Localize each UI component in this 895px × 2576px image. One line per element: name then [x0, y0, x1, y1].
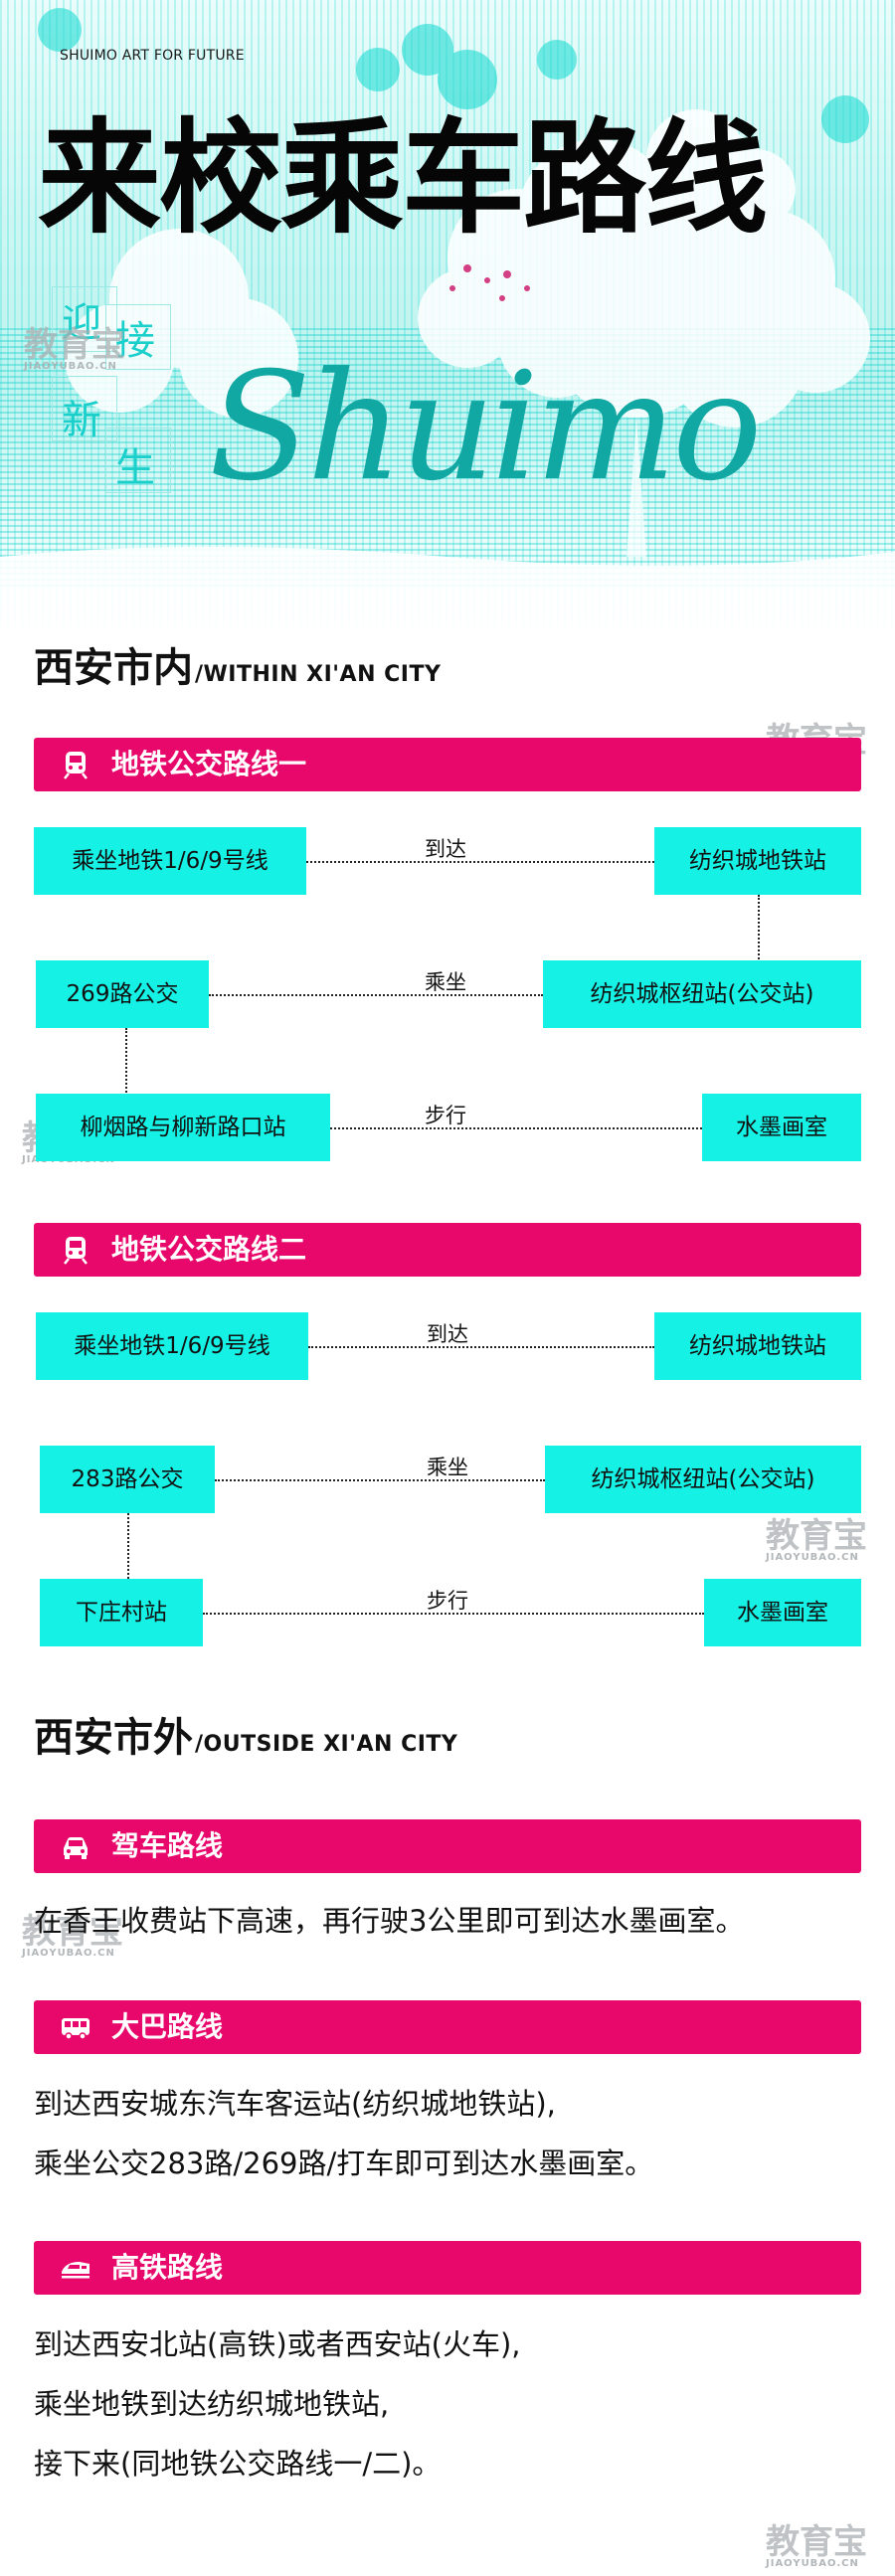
route2-edge-2: 乘坐 — [427, 1456, 468, 1479]
route1-node-fangzhicheng: 纺织城地铁站 — [654, 827, 861, 895]
metro-icon — [64, 1237, 88, 1265]
route2-connector-3 — [127, 1513, 129, 1579]
script-wordmark: Shuimo — [209, 341, 762, 514]
route2-title: 地铁公交路线二 — [111, 1233, 307, 1266]
section-title-outside: 西安市外/OUTSIDE XI'AN CITY — [34, 1715, 458, 1761]
bus-icon — [62, 2018, 90, 2040]
rail-text-2: 乘坐地铁到达纺织城地铁站, — [34, 2387, 390, 2421]
rail-text-3: 接下来(同地铁公交路线一/二)。 — [34, 2447, 442, 2481]
route1-edge-2: 乘坐 — [425, 970, 466, 994]
route2-node-xiazhuangcun: 下庄村站 — [40, 1579, 203, 1646]
route2-connector-2 — [215, 1479, 545, 1481]
metro-icon — [64, 752, 88, 779]
route2-connector-4 — [203, 1613, 704, 1615]
tag-box-4 — [105, 428, 171, 493]
route2-edge-3: 步行 — [427, 1589, 468, 1613]
route1-node-studio: 水墨画室 — [702, 1094, 861, 1161]
tag-box-3 — [52, 376, 117, 441]
rail-title: 高铁路线 — [111, 2251, 224, 2284]
brand-tagline: SHUIMO ART FOR FUTURE — [60, 48, 245, 64]
route1-edge-1: 到达 — [425, 837, 466, 861]
route2-edge-1: 到达 — [427, 1322, 468, 1346]
tag-char-2: 接 — [115, 318, 155, 364]
tree-illustration — [0, 8, 895, 626]
route2-node-bus283: 283路公交 — [40, 1446, 215, 1513]
route1-connector-5 — [330, 1127, 702, 1129]
bus-header: 大巴路线 — [34, 2000, 861, 2054]
route2-node-studio: 水墨画室 — [704, 1579, 861, 1646]
route1-node-liuyan: 柳烟路与柳新路口站 — [36, 1094, 330, 1161]
route1-title: 地铁公交路线一 — [111, 748, 307, 780]
route1-connector-3 — [209, 994, 543, 996]
route1-connector-1 — [306, 861, 654, 863]
route1-node-metro: 乘坐地铁1/6/9号线 — [34, 827, 306, 895]
route1-node-bus269: 269路公交 — [36, 960, 209, 1028]
drive-title: 驾车路线 — [111, 1829, 224, 1862]
drive-header: 驾车路线 — [34, 1819, 861, 1873]
bus-text-2: 乘坐公交283路/269路/打车即可到达水墨画室。 — [34, 2147, 654, 2180]
route1-connector-2 — [758, 895, 760, 962]
tag-box-2 — [105, 304, 171, 370]
bus-text-1: 到达西安城东汽车客运站(纺织城地铁站), — [34, 2087, 556, 2121]
route2-node-hub: 纺织城枢纽站(公交站) — [545, 1446, 861, 1513]
rail-header: 高铁路线 — [34, 2241, 861, 2295]
tag-box-1 — [52, 286, 117, 352]
train-icon — [62, 2262, 90, 2279]
tag-char-4: 生 — [115, 445, 155, 491]
route1-header: 地铁公交路线一 — [34, 738, 861, 791]
tag-char-3: 新 — [62, 398, 101, 443]
route2-node-fangzhicheng: 纺织城地铁站 — [654, 1312, 861, 1380]
route2-connector-1 — [308, 1346, 654, 1348]
section-title-within: 西安市内/WITHIN XI'AN CITY — [34, 645, 442, 691]
rail-text-1: 到达西安北站(高铁)或者西安站(火车), — [34, 2327, 521, 2361]
page-title: 来校乘车路线 — [38, 107, 768, 251]
car-icon — [64, 1837, 88, 1859]
tag-char-1: 迎 — [62, 300, 101, 346]
route2-node-metro: 乘坐地铁1/6/9号线 — [36, 1312, 308, 1380]
bus-title: 大巴路线 — [111, 2010, 224, 2043]
route1-connector-4 — [125, 1028, 127, 1096]
route1-node-hub: 纺织城枢纽站(公交站) — [543, 960, 861, 1028]
route2-header: 地铁公交路线二 — [34, 1223, 861, 1277]
route1-edge-3: 步行 — [425, 1104, 466, 1127]
drive-text-1: 在香王收费站下高速，再行驶3公里即可到达水墨画室。 — [34, 1904, 745, 1938]
hero-banner: SHUIMO ART FOR FUTURE 来校乘车路线 迎 接 新 生 Shu… — [0, 0, 895, 626]
